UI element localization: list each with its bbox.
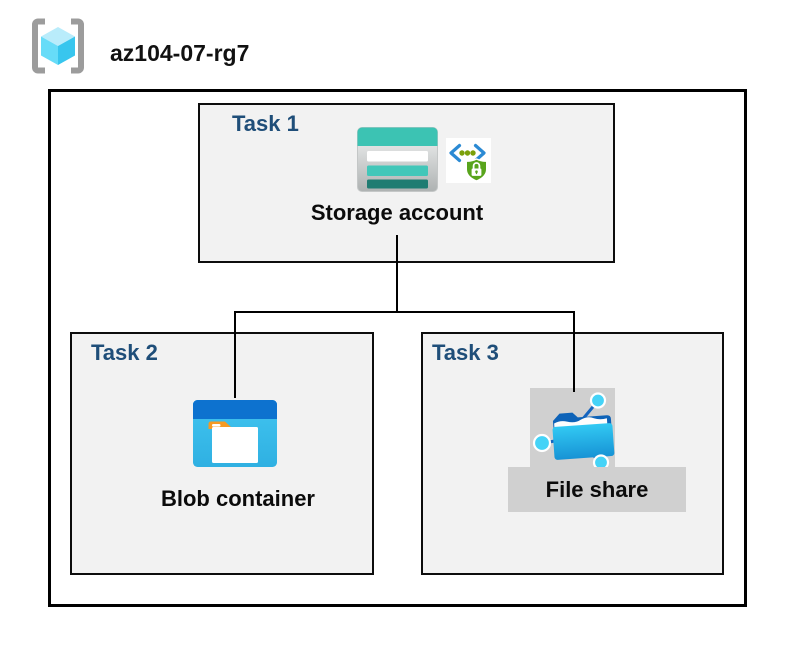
file-share-caption-highlight: File share (508, 467, 686, 512)
task-2-label: Task 2 (91, 340, 158, 365)
shared-access-signature-icon (446, 138, 491, 183)
connector-storage-stem (396, 235, 398, 313)
file-share-icon (530, 388, 615, 471)
storage-account-icon (357, 127, 438, 192)
task-1-label: Task 1 (232, 111, 299, 136)
connector-horizontal (234, 311, 575, 313)
task-3-label: Task 3 (432, 340, 499, 365)
resource-group-name: az104-07-rg7 (110, 40, 250, 66)
resource-group-boundary (48, 89, 747, 607)
resource-group-icon (28, 18, 88, 74)
blob-container-icon (193, 400, 277, 467)
file-share-caption: File share (545, 476, 649, 502)
connector-to-blob (234, 311, 236, 398)
connector-to-fileshare (573, 311, 575, 392)
blob-container-caption: Blob container (160, 486, 315, 511)
storage-account-caption: Storage account (310, 200, 484, 225)
